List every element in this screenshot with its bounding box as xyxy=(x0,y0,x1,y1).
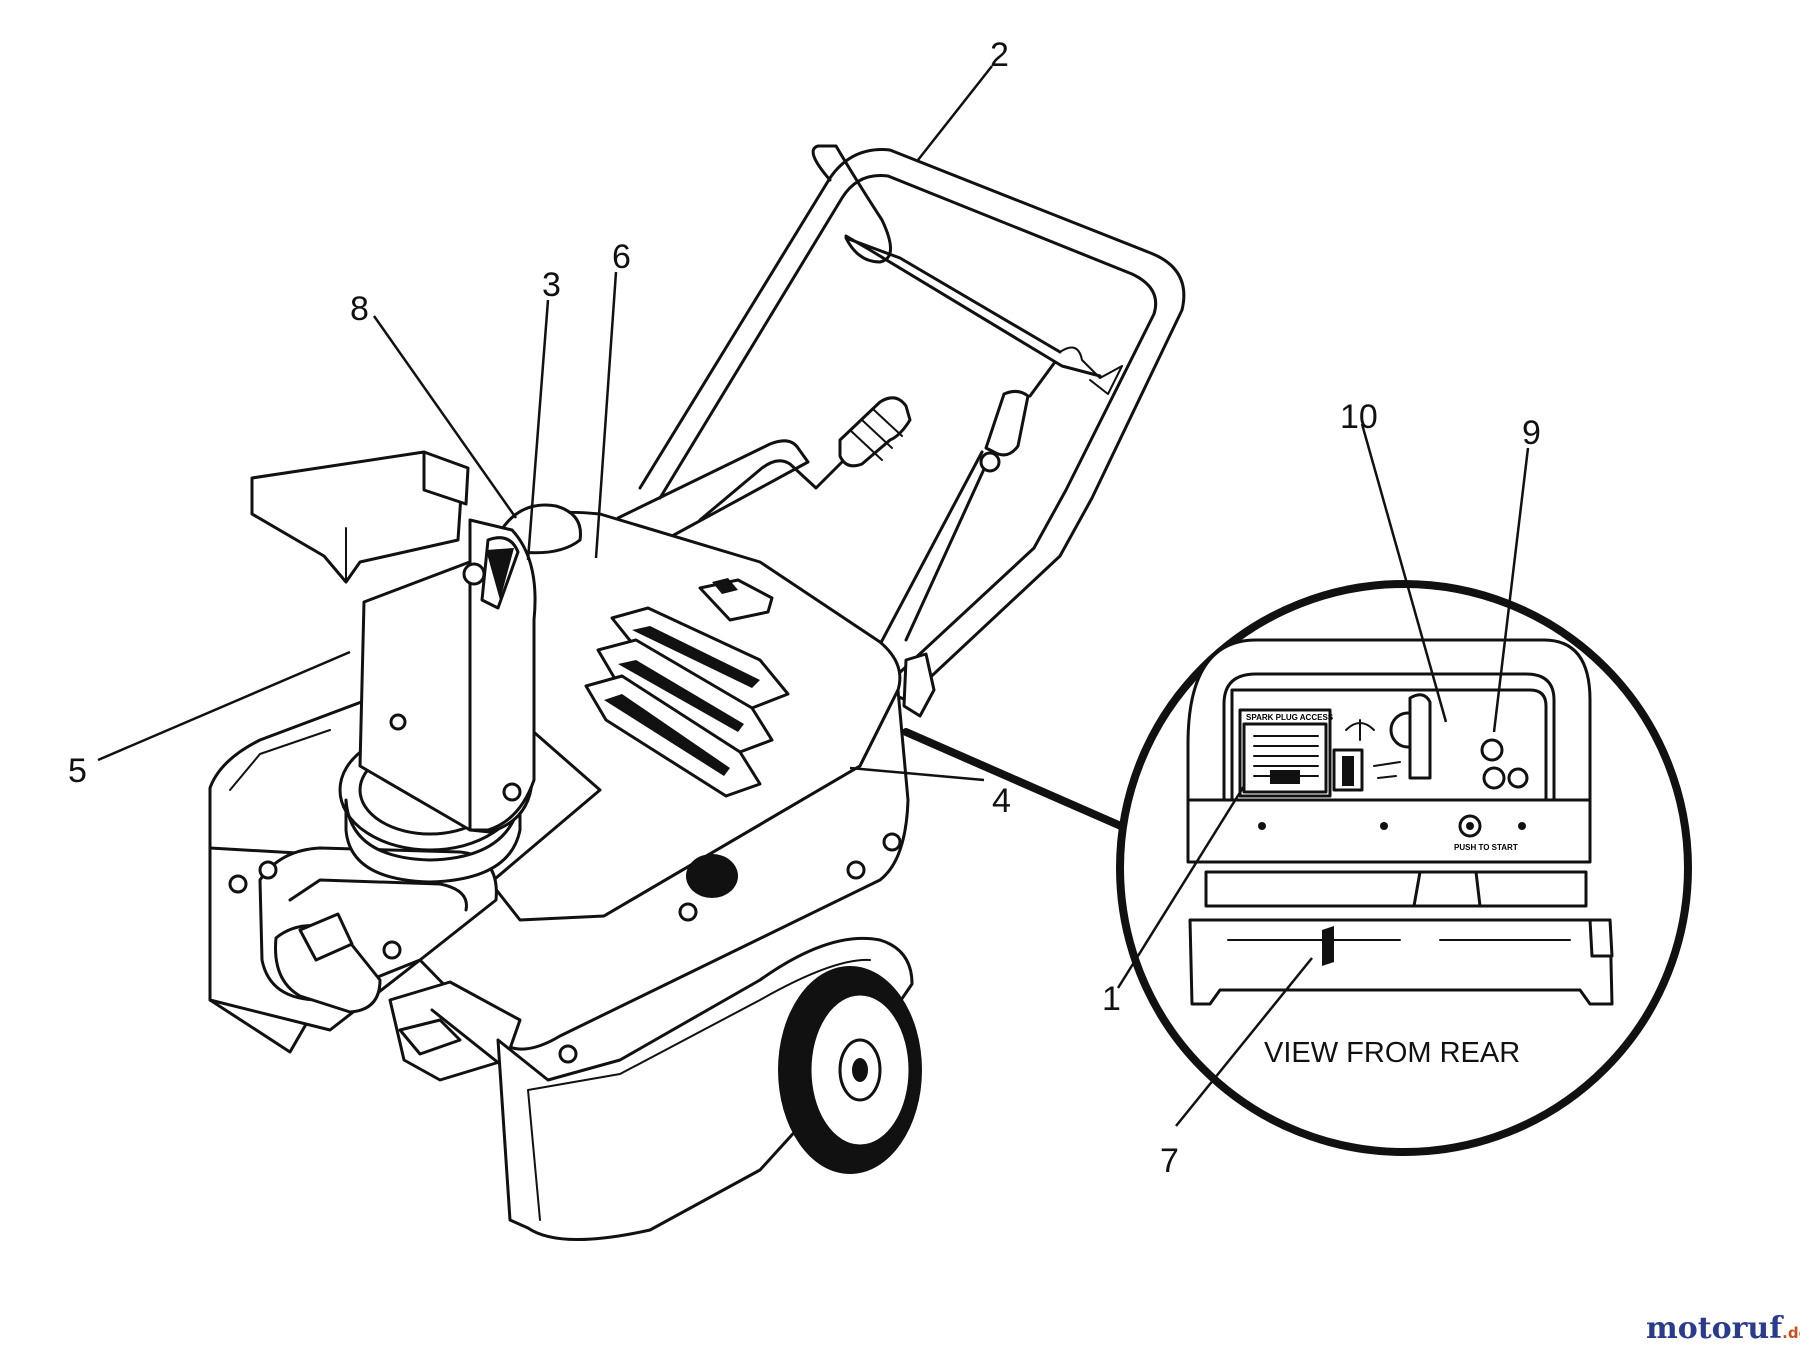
callout-5: 5 xyxy=(68,752,87,790)
spark-plug-access-label: SPARK PLUG ACCESS xyxy=(1246,713,1334,722)
view-from-rear-caption: VIEW FROM REAR xyxy=(1264,1037,1520,1069)
leader-lines xyxy=(97,65,1530,1127)
callout-2: 2 xyxy=(990,36,1009,74)
callout-4: 4 xyxy=(992,782,1011,820)
callout-7: 7 xyxy=(1160,1142,1179,1180)
callout-6: 6 xyxy=(612,238,631,276)
callout-8: 8 xyxy=(350,290,369,328)
callout-9: 9 xyxy=(1522,414,1541,452)
watermark-brand: motoruf xyxy=(1646,1311,1784,1346)
svg-text:motoruf.de: motoruf.de xyxy=(1646,1311,1800,1346)
wheel xyxy=(778,966,922,1174)
watermark: motoruf.de xyxy=(1646,1311,1800,1346)
rear-view-inset: SPARK PLUG ACCESS PUSH TO START xyxy=(902,580,1692,1156)
fasteners xyxy=(228,832,902,1064)
callout-1: 1 xyxy=(1102,980,1121,1018)
watermark-suffix: .de xyxy=(1782,1324,1800,1342)
handle-assembly xyxy=(616,144,1186,718)
callout-labels: 1 2 3 4 5 6 7 8 9 10 VIEW FROM REAR xyxy=(68,36,1541,1180)
discharge-chute xyxy=(250,450,537,884)
push-to-start-label: PUSH TO START xyxy=(1454,843,1518,852)
callout-3: 3 xyxy=(542,266,561,304)
callout-10: 10 xyxy=(1340,398,1378,436)
